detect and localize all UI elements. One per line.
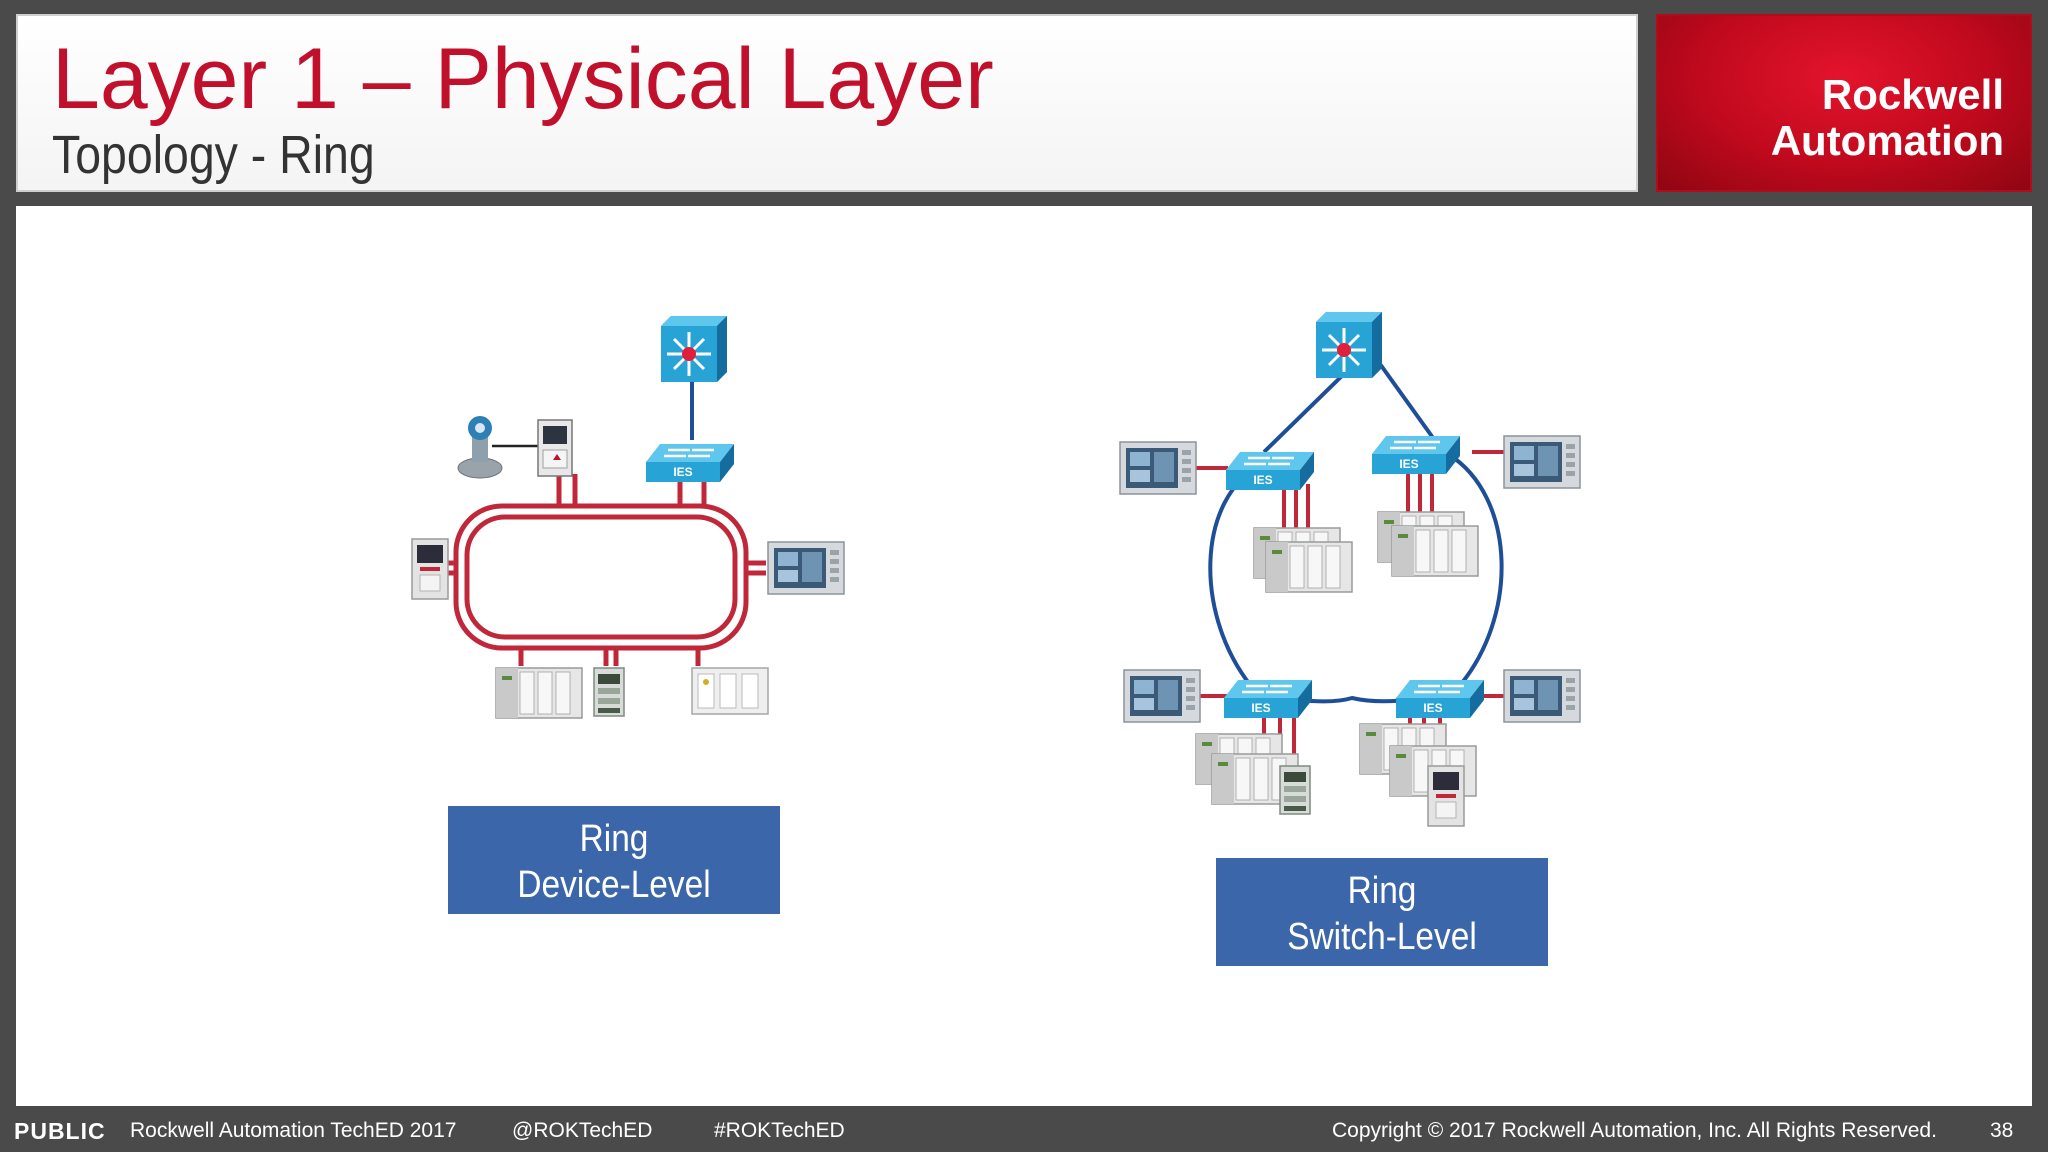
- topology-diagrams: IES: [411, 310, 1581, 827]
- io-module-icon: [1279, 765, 1311, 815]
- event-name: Rockwell Automation TechED 2017: [130, 1119, 457, 1142]
- hmi-panel-icon: [767, 541, 845, 595]
- copyright-notice: Copyright © 2017 Rockwell Automation, In…: [1332, 1119, 1937, 1142]
- logo-text: Rockwell Automation: [1771, 72, 2004, 164]
- switch-level-caption-line-1: Ring: [1347, 870, 1417, 912]
- switch-level-caption-line-2: Switch-Level: [1287, 916, 1477, 958]
- classification-label: PUBLIC: [14, 1118, 106, 1144]
- slide-subtitle: Topology - Ring: [52, 125, 375, 185]
- device-level-ring-diagram: IES: [411, 314, 845, 719]
- hmi-panel-icon: [1119, 441, 1197, 495]
- layer3-switch-icon: [659, 314, 729, 384]
- device-level-caption: Ring Device-Level: [448, 806, 780, 914]
- plc-rack-icon: [495, 667, 583, 719]
- ies-switch-label-top-right: IES: [1399, 457, 1418, 471]
- logo-line-1: Rockwell: [1821, 71, 2004, 118]
- plc-rack-icon: [1391, 525, 1479, 577]
- layer3-switch-icon: [1314, 310, 1384, 380]
- page-number: 38: [1990, 1119, 2014, 1142]
- hmi-panel-icon: [1503, 435, 1581, 489]
- ies-switch-label-bottom-right: IES: [1423, 701, 1442, 715]
- device-ring-inner: [464, 514, 738, 640]
- hashtag: #ROKTechED: [714, 1119, 845, 1142]
- slide-title: Layer 1 – Physical Layer: [52, 31, 994, 127]
- device-ring-outer: [453, 503, 749, 651]
- slide-header: Layer 1 – Physical Layer Topology - Ring: [16, 14, 1638, 192]
- ies-switch-label-top-left: IES: [1253, 473, 1272, 487]
- hmi-panel-icon: [1503, 669, 1581, 723]
- plc-rack-icon: [1265, 541, 1353, 593]
- drive-icon: [411, 538, 449, 600]
- twitter-handle: @ROKTechED: [512, 1119, 653, 1142]
- switch-level-ring-diagram: IES IES IES IES: [1119, 310, 1581, 827]
- rockwell-logo: Rockwell Automation: [1656, 14, 2032, 192]
- io-module-icon: [593, 667, 625, 717]
- ies-switch-label-bottom-left: IES: [1251, 701, 1270, 715]
- slide-footer: PUBLIC Rockwell Automation TechED 2017 @…: [0, 1110, 2048, 1152]
- flow-meter-icon: [537, 419, 573, 477]
- device-level-caption-line-1: Ring: [579, 818, 649, 860]
- distributed-io-icon: [691, 667, 769, 715]
- switch-ring-loop: [1208, 452, 1504, 704]
- device-level-caption-line-2: Device-Level: [517, 864, 711, 906]
- hmi-panel-icon: [1123, 669, 1201, 723]
- ies-switch-label: IES: [673, 465, 692, 479]
- slide-content: IES: [16, 206, 2032, 1106]
- pressure-transmitter-icon: [457, 416, 538, 479]
- drive-icon: [1427, 765, 1465, 827]
- switch-level-caption: Ring Switch-Level: [1216, 858, 1548, 966]
- logo-line-2: Automation: [1770, 117, 2004, 164]
